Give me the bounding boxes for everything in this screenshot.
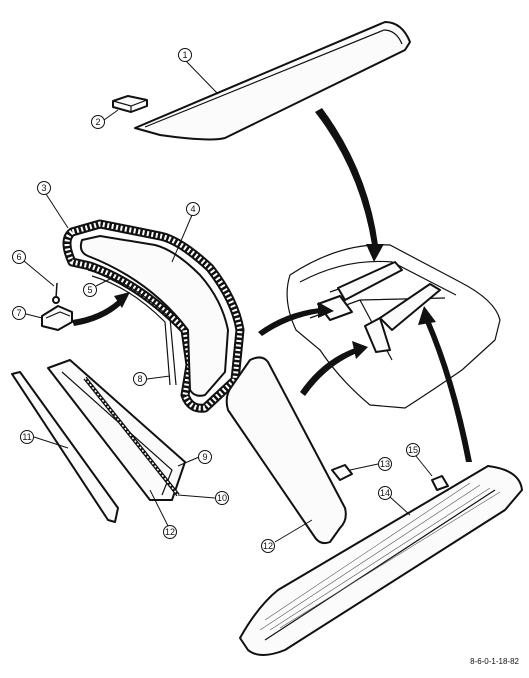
callout-5-label: 5: [87, 285, 92, 295]
callout-7: 7: [12, 306, 43, 320]
callout-12b: 12: [261, 519, 313, 553]
callout-4-label: 4: [190, 204, 195, 214]
callout-4: 4: [171, 202, 200, 263]
callout-9: 9: [177, 450, 212, 467]
arrow-to-glass: [300, 341, 368, 396]
arrow-to-side: [258, 302, 334, 336]
callout-1: 1: [178, 48, 219, 95]
callout-3-label: 3: [41, 183, 46, 193]
part-14-rear-panel: [239, 465, 523, 656]
part-4-inner-panel: [79, 235, 229, 397]
callout-15-label: 15: [408, 445, 418, 455]
callout-2: 2: [91, 109, 119, 129]
callout-12a-label: 12: [165, 527, 175, 537]
callout-8-label: 8: [137, 374, 142, 384]
callout-15: 15: [406, 443, 433, 477]
callout-7-label: 7: [16, 308, 21, 318]
figure-code: 8-6-0-1-18-82: [470, 657, 519, 666]
callout-12a: 12: [149, 489, 177, 539]
part-7-latch: [41, 305, 73, 331]
part-10-strip: [83, 376, 180, 497]
callout-6-label: 6: [16, 252, 21, 262]
callout-13: 13: [349, 457, 392, 471]
arrow-to-roof: [315, 108, 384, 262]
part-5-channel: [87, 269, 177, 386]
callout-3: 3: [37, 181, 69, 229]
callout-10: 10: [177, 491, 229, 505]
part-3-weatherstrip: [62, 219, 245, 413]
part-9-side-panel: [47, 359, 186, 501]
callout-13-label: 13: [380, 459, 390, 469]
callout-2-label: 2: [95, 117, 100, 127]
arrow-latch: [72, 292, 130, 326]
callout-11-label: 11: [22, 432, 31, 442]
callout-9-label: 9: [202, 452, 207, 462]
callout-14: 14: [378, 486, 411, 516]
part-13-pad: [331, 464, 353, 481]
callout-10-label: 10: [217, 493, 227, 503]
part-6-screw: [52, 282, 60, 304]
callout-8: 8: [133, 372, 171, 386]
part-12-glass: [225, 356, 347, 545]
part-1-roof-panel: [134, 21, 411, 141]
callout-14-label: 14: [380, 488, 390, 498]
callout-11: 11: [20, 430, 69, 449]
car-silhouette: [286, 244, 501, 409]
callout-12b-label: 12: [263, 541, 273, 551]
callout-1-label: 1: [182, 50, 187, 60]
part-2-clip: [112, 95, 148, 113]
callout-5: 5: [83, 277, 113, 297]
arrow-to-rear: [418, 306, 472, 462]
callout-6: 6: [12, 250, 55, 287]
part-15-pad: [431, 475, 449, 491]
